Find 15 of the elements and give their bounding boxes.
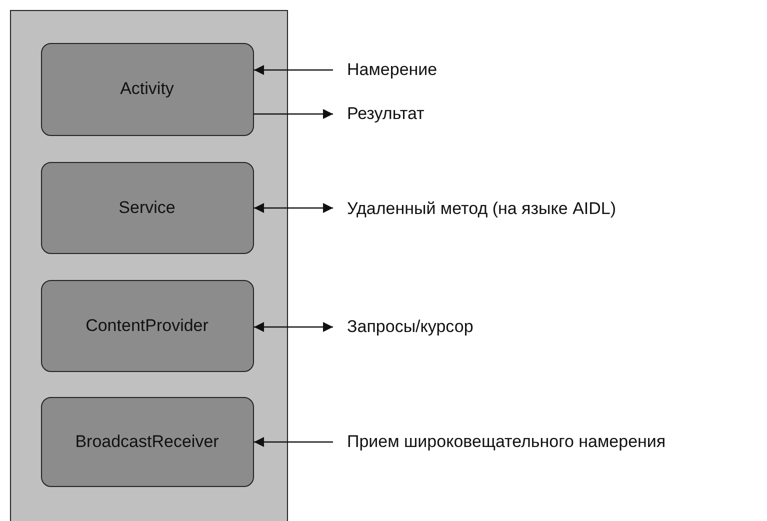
component-box: Activity xyxy=(40,42,254,136)
message-label: Прием широковещательного намерения xyxy=(347,432,666,452)
component-box: Service xyxy=(40,162,254,254)
component-box: ContentProvider xyxy=(40,280,254,372)
arrow xyxy=(254,203,333,213)
message-label: Удаленный метод (на языке AIDL) xyxy=(347,199,616,219)
arrow xyxy=(254,322,333,332)
arrow xyxy=(254,65,333,75)
message-label: Запросы/курсор xyxy=(347,317,474,337)
message-label: Результат xyxy=(347,104,424,124)
component-box: BroadcastReceiver xyxy=(40,396,254,486)
component-container xyxy=(10,10,288,521)
arrow xyxy=(254,437,333,447)
message-label: Намерение xyxy=(347,60,438,80)
arrow xyxy=(254,109,333,119)
